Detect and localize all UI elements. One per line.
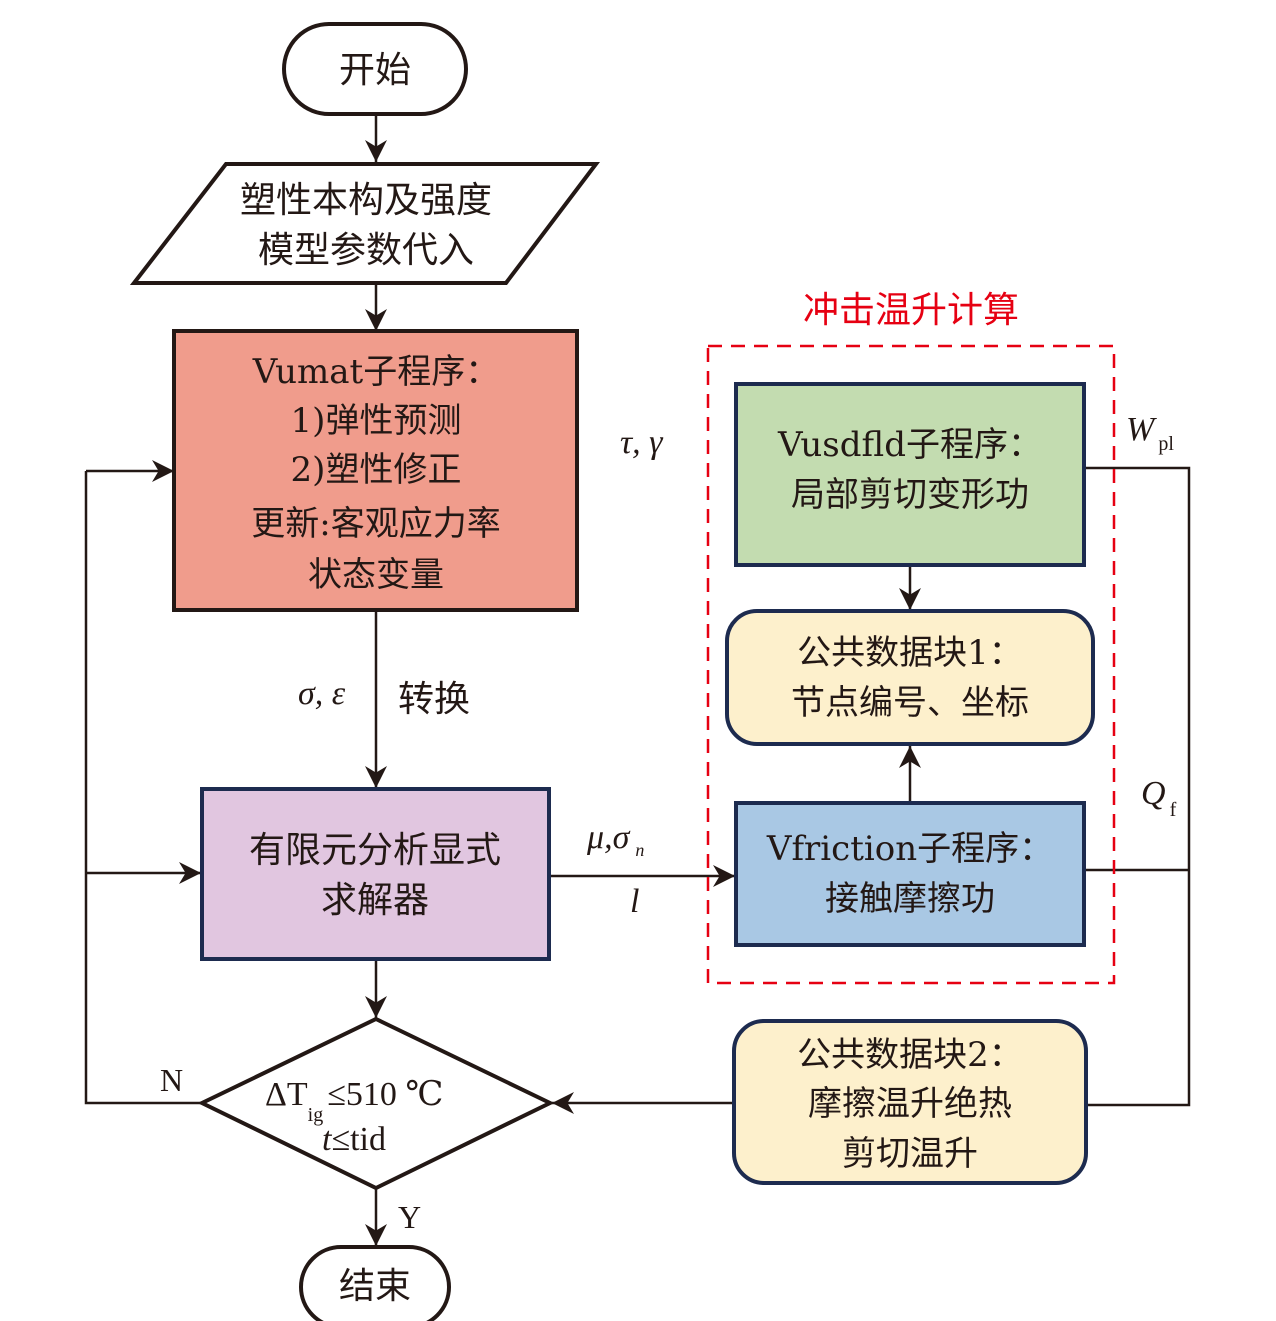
mu-symbol: μ — [586, 819, 604, 856]
vfriction-node[interactable]: Vfriction子程序： 接触摩擦功 — [734, 801, 1086, 947]
decision-node[interactable]: ΔTig≤510 ℃ t≤tid — [197, 1016, 555, 1191]
group-label: 冲击温升计算 — [803, 290, 1019, 331]
vusdfld-line-2: 局部剪切变形功 — [791, 475, 1029, 515]
input-line-2: 模型参数代入 — [258, 230, 474, 271]
q-sub: f — [1170, 799, 1177, 821]
sigma-sub: n — [635, 840, 644, 860]
end-node[interactable]: 结束 — [299, 1245, 451, 1321]
label-no: N — [160, 1062, 183, 1098]
input-node[interactable]: 塑性本构及强度 模型参数代入 — [129, 162, 601, 285]
impact-temperature-group — [706, 344, 1116, 985]
vumat-line-3: 2)塑性修正 — [291, 450, 462, 490]
time-var: t — [322, 1121, 333, 1158]
label-l: l — [630, 883, 639, 920]
q-symbol: Q — [1141, 775, 1166, 812]
label-tau-gamma: τ, γ — [620, 424, 664, 461]
label-convert: 转换 — [398, 679, 470, 720]
datablock2-line-1: 公共数据块2： — [797, 1035, 1023, 1075]
vumat-line-2: 1)弹性预测 — [291, 401, 462, 441]
edge-decision-no-loop — [84, 471, 202, 1105]
delta-t-limit: ≤510 ℃ — [327, 1076, 443, 1113]
datablock1-line-1: 公共数据块1： — [797, 633, 1023, 673]
vfriction-line-2: 接触摩擦功 — [825, 879, 995, 919]
datablock2-node[interactable]: 公共数据块2： 摩擦温升绝热 剪切温升 — [732, 1019, 1088, 1185]
edge-vusdfld-wpl — [1085, 466, 1191, 1107]
label-sigma-epsilon: σ, ε — [298, 675, 346, 712]
sigma-symbol: ,σ — [604, 819, 631, 856]
delta-t: ΔT — [265, 1076, 308, 1113]
decision-line-1: ΔTig≤510 ℃ — [265, 1076, 443, 1126]
vumat-line-5: 状态变量 — [308, 555, 444, 595]
start-node[interactable]: 开始 — [282, 22, 468, 116]
end-label: 结束 — [339, 1266, 411, 1307]
time-limit: ≤tid — [331, 1121, 386, 1158]
solver-line-1: 有限元分析显式 — [249, 830, 501, 871]
datablock1-line-2: 节点编号、坐标 — [791, 683, 1029, 723]
decision-line-2: t≤tid — [322, 1121, 386, 1158]
vumat-node[interactable]: Vumat子程序： 1)弹性预测 2)塑性修正 更新:客观应力率 状态变量 — [172, 329, 579, 612]
vusdfld-node[interactable]: Vusdfld子程序： 局部剪切变形功 — [734, 382, 1086, 567]
input-line-1: 塑性本构及强度 — [240, 180, 492, 221]
vumat-line-1: Vumat子程序： — [252, 352, 499, 392]
datablock2-line-3: 剪切温升 — [842, 1134, 978, 1174]
datablock1-node[interactable]: 公共数据块1： 节点编号、坐标 — [725, 609, 1095, 746]
label-yes: Y — [398, 1199, 421, 1235]
solver-node[interactable]: 有限元分析显式 求解器 — [200, 787, 551, 961]
w-symbol: W — [1126, 411, 1157, 448]
start-label: 开始 — [339, 50, 411, 91]
vumat-line-4: 更新:客观应力率 — [251, 504, 500, 544]
delta-t-sub: ig — [308, 1104, 324, 1126]
connectors — [84, 114, 1191, 1246]
vfriction-line-1: Vfriction子程序： — [766, 829, 1053, 869]
vusdfld-line-1: Vusdfld子程序： — [777, 425, 1042, 465]
w-sub: pl — [1158, 433, 1174, 455]
datablock2-line-2: 摩擦温升绝热 — [808, 1084, 1012, 1124]
solver-line-2: 求解器 — [321, 880, 429, 921]
